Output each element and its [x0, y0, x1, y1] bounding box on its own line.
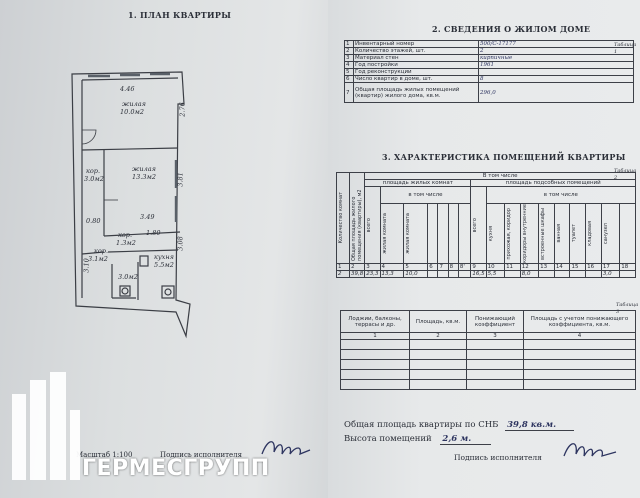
total-area-value: 39,8 кв.м.	[505, 420, 575, 431]
table-row	[340, 339, 636, 350]
room-area: 13.3м2	[132, 173, 156, 181]
room-area: 5.5м2	[154, 261, 174, 269]
table-row	[340, 379, 636, 390]
header-living-incl: в том числе	[379, 185, 472, 205]
table-row: 1 2 3 4	[340, 332, 636, 340]
room-name: кор.	[118, 231, 133, 239]
col-total-area: Общая площадь жилого помещения (квартиры…	[351, 189, 363, 261]
col-wc: санузел	[602, 223, 609, 245]
room-area: 3.0м2	[118, 273, 138, 281]
ceiling-line: Высота помещений 2,6 м.	[344, 434, 492, 445]
brand-watermark: ГЕРМЕСГРУПП	[82, 456, 270, 481]
dim-width-top: 4.46	[120, 85, 135, 93]
header-aux-area: площадь подсобных помещений	[470, 179, 636, 187]
dim-room2-depth: 3.81	[176, 172, 185, 187]
room-name: жилая	[122, 100, 146, 108]
plan-title: 1. ПЛАН КВАРТИРЫ	[128, 10, 232, 20]
header-living-area: площадь жилых комнат	[364, 179, 472, 187]
col-area-with-coef: Площадь с учетом понижающего коэффициент…	[523, 310, 636, 333]
room-area: 1.3м2	[116, 239, 136, 247]
room-area: 3.1м2	[88, 255, 108, 263]
left-signature	[261, 441, 311, 456]
right-executor-label: Подпись исполнителя	[454, 453, 542, 462]
right-signature	[563, 443, 617, 457]
room-name: кухня	[154, 253, 174, 261]
total-area-line: Общая площадь квартиры по СНБ 39,8 кв.м.	[344, 420, 575, 431]
floor-plan-drawing	[71, 71, 191, 339]
col-coefficient: Понижающий коэффициент	[466, 310, 524, 333]
scale-label: Масштаб 1:100	[76, 451, 133, 459]
col-balconies: Лоджии, балконы, террасы и др.	[340, 310, 410, 333]
col-kitchen: кухня	[487, 225, 494, 242]
ceiling-label: Высота помещений	[344, 434, 432, 444]
total-area-label: Общая площадь квартиры по СНБ	[344, 420, 499, 430]
col-bathroom: ванная	[555, 224, 562, 243]
dim-kitchen-width: 1.80	[146, 229, 161, 237]
col-storage: кладовая	[587, 221, 594, 246]
dim-room1-depth: 2.76	[178, 102, 187, 117]
table-row	[340, 359, 636, 370]
header-in-total: В том числе	[364, 172, 636, 180]
table-row	[340, 349, 636, 360]
col-rooms-count: Количество комнат	[338, 192, 344, 244]
section3-title: 3. ХАРАКТЕРИСТИКА ПОМЕЩЕНИЙ КВАРТИРЫ	[382, 152, 626, 162]
ceiling-value: 2,6 м.	[440, 434, 492, 445]
building-logo-icon	[12, 372, 80, 480]
col-living-room-1: жилая комната	[381, 213, 388, 254]
col-area: Площадь, кв.м.	[409, 310, 467, 333]
dim-room2-width: 3.49	[140, 213, 155, 221]
col-living-total: всего	[366, 217, 373, 233]
room-area: 10.0м2	[120, 108, 144, 116]
left-executor-label: Подпись исполнителя	[160, 451, 243, 459]
section2-title: 2. СВЕДЕНИЯ О ЖИЛОМ ДОМЕ	[432, 24, 591, 34]
col-living-room-2: жилая комната	[405, 213, 412, 254]
rooms-characteristics-table: Количество комнат Общая площадь жилого п…	[336, 172, 637, 278]
room-area: 3.0м2	[84, 175, 104, 183]
col-hall: прихожая, коридор	[506, 207, 513, 260]
col-inner-corridors: коридоры внутренние	[521, 204, 528, 263]
col-aux-total: всего	[472, 217, 479, 233]
balconies-table: Лоджии, балконы, террасы и др. Площадь, …	[340, 310, 636, 390]
table-row	[340, 369, 636, 380]
room-name: кор.	[86, 167, 101, 175]
dim-kitchen-depth: 3.08	[176, 236, 185, 251]
header-aux-incl: в том числе	[485, 185, 637, 205]
room-name: кор.	[94, 247, 109, 255]
dim-corridor-width: 0.80	[86, 217, 101, 225]
room-name: жилая	[132, 165, 156, 173]
col-toilet: туалет	[571, 224, 578, 243]
col-closets: встроенные шкафы	[540, 207, 547, 260]
